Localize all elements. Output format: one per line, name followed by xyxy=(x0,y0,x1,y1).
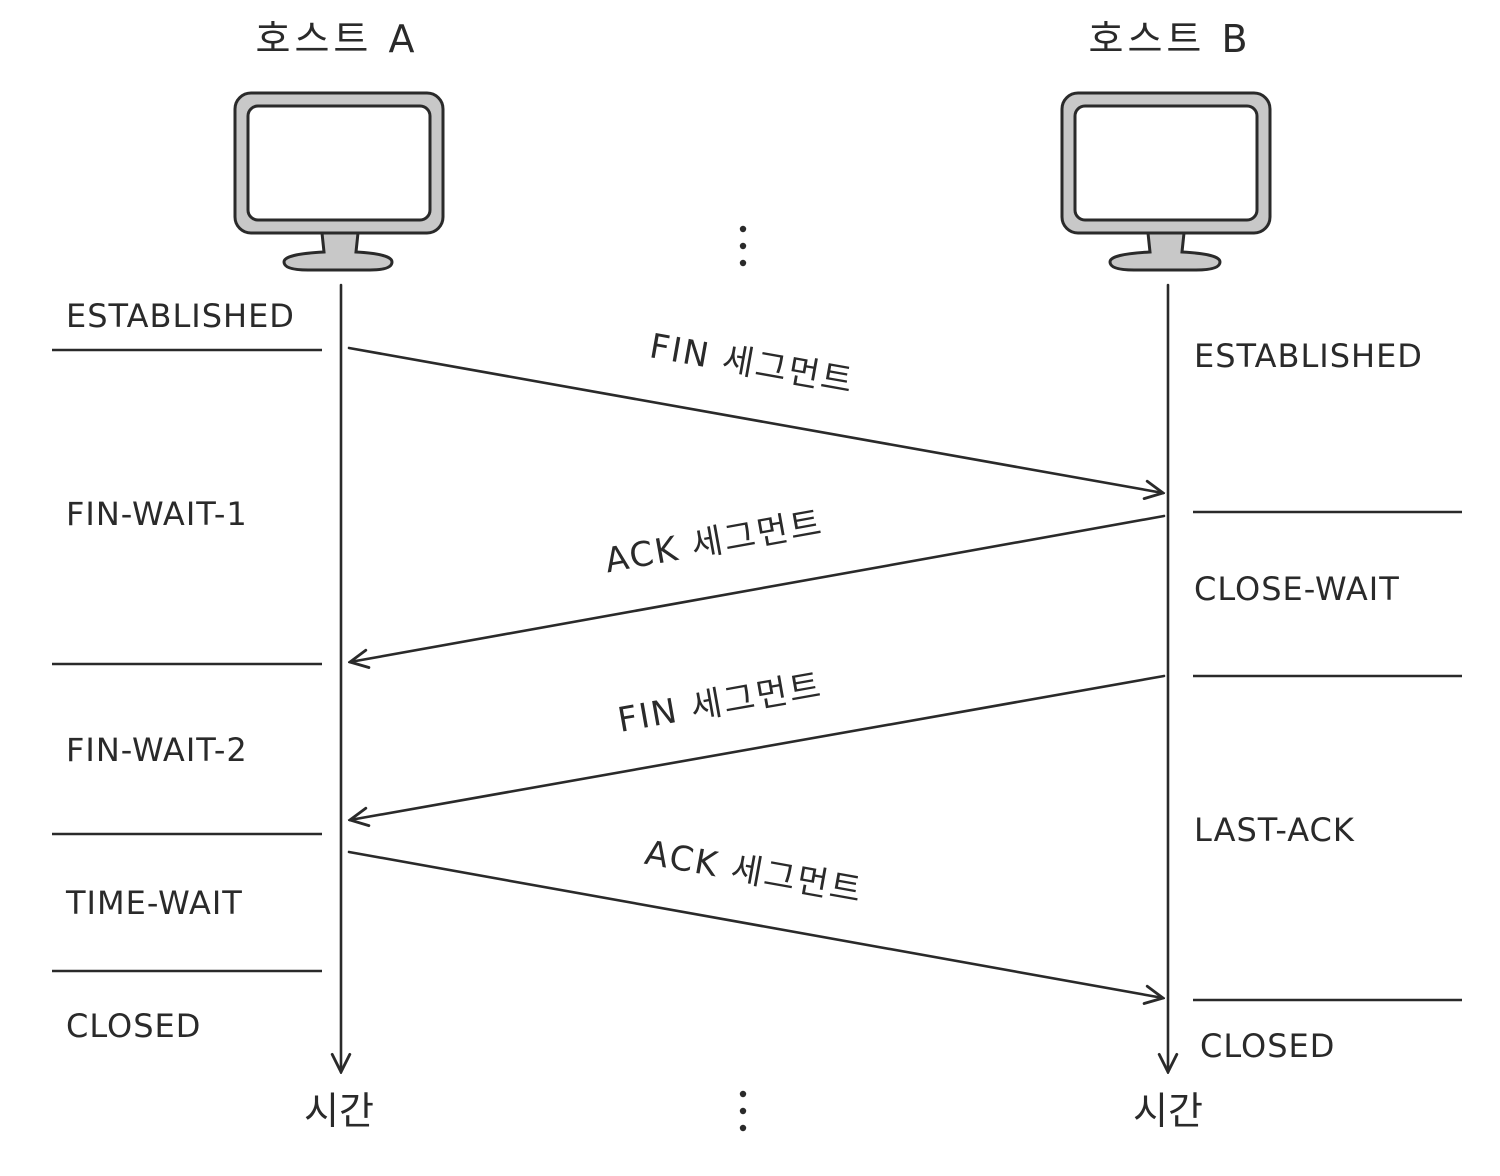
host-b-time-label: 시간 xyxy=(1133,1089,1203,1133)
bottom-vertical-ellipsis-icon xyxy=(739,1090,747,1132)
host-b-state-last-ack: LAST-ACK xyxy=(1194,811,1355,849)
host-a-time-label: 시간 xyxy=(304,1089,374,1133)
message-label-fin-a-to-b: FIN 세그먼트 xyxy=(647,326,858,402)
fin-segment-arrow-b-to-a xyxy=(350,674,1166,820)
ack-segment-arrow-b-to-a xyxy=(350,514,1166,662)
host-a-monitor-icon xyxy=(233,91,445,272)
host-b-monitor-icon xyxy=(1060,91,1272,272)
host-b-state-established: ESTABLISHED xyxy=(1194,337,1423,375)
message-label-ack-a-to-b: ACK 세그먼트 xyxy=(642,833,866,911)
host-a-state-closed: CLOSED xyxy=(66,1007,201,1045)
host-b-state-close-wait: CLOSE-WAIT xyxy=(1194,570,1400,608)
host-a-title: 호스트 A xyxy=(256,17,419,61)
host-a-state-fin-wait-1: FIN-WAIT-1 xyxy=(66,495,248,533)
host-a-state-established: ESTABLISHED xyxy=(66,297,295,335)
ack-segment-arrow-a-to-b xyxy=(347,850,1163,998)
host-a-state-fin-wait-2: FIN-WAIT-2 xyxy=(66,731,248,769)
fin-segment-arrow-a-to-b xyxy=(347,346,1163,493)
message-label-ack-b-to-a: ACK 세그먼트 xyxy=(602,503,826,581)
host-b-title: 호스트 B xyxy=(1088,17,1251,61)
message-label-fin-b-to-a: FIN 세그먼트 xyxy=(615,666,826,741)
host-b-state-closed: CLOSED xyxy=(1200,1027,1335,1065)
top-vertical-ellipsis-icon xyxy=(739,225,747,267)
host-a-state-time-wait: TIME-WAIT xyxy=(65,884,243,922)
